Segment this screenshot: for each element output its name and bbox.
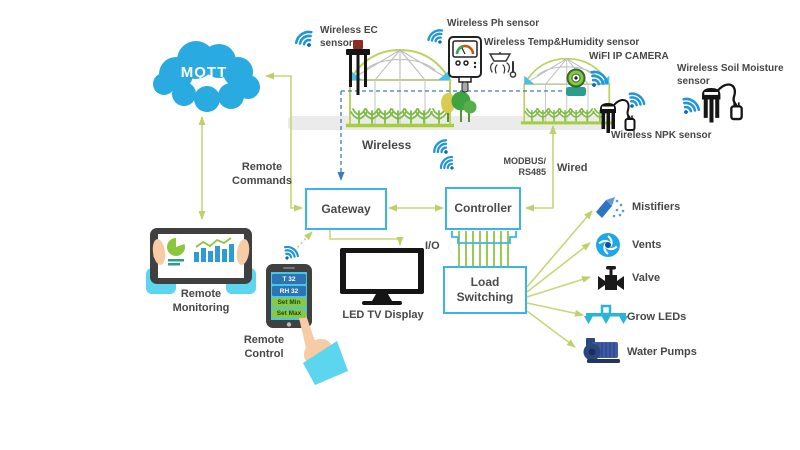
ec-sensor-icon [346, 40, 370, 95]
device-label-grow-leds: Grow LEDs [627, 311, 687, 323]
device-label-vents: Vents [632, 239, 662, 251]
wifi-icon-phone [278, 243, 301, 265]
temp-humidity-sensor-icon [488, 52, 517, 78]
wifi-icon-wireless-1 [430, 136, 455, 161]
wifi-icon-ec [292, 27, 319, 54]
phone-set-min-button: Set Min [272, 298, 306, 307]
phone-set-max-button: Set Max [272, 309, 306, 318]
sensor-label-ec: Wireless EC sensor [320, 25, 378, 49]
phone-temp-readout: T 32 [272, 274, 306, 284]
io-label: I/O [425, 240, 440, 252]
sensor-label-ip-camera: WiFI IP CAMERA [589, 51, 669, 62]
mistifier-icon [596, 197, 625, 218]
remote-commands-label: Remote Commands [232, 161, 292, 187]
connector-lines [198, 72, 593, 348]
ip-camera-icon [566, 68, 586, 96]
led-tv-label: LED TV Display [342, 309, 424, 321]
ph-sensor-icon [448, 36, 482, 93]
wifi-icon-wireless-2 [437, 153, 460, 176]
device-label-mistifiers: Mistifiers [632, 201, 681, 213]
remote-control-label: Remote Control [243, 334, 285, 360]
load-switching-node: Load Switching [443, 266, 527, 314]
sensor-label-npk: Wireless NPK sensor [611, 130, 712, 141]
sensor-label-ph: Wireless Ph sensor [447, 18, 540, 29]
wired-label: Wired [557, 162, 588, 174]
device-label-water-pumps: Water Pumps [627, 346, 697, 358]
device-label-valve: Valve [632, 272, 661, 284]
remote-monitoring-label: Remote Monitoring [172, 288, 230, 314]
mqtt-cloud [153, 41, 260, 112]
trees [441, 91, 477, 122]
greenhouse-1 [346, 50, 454, 126]
vent-fan-icon [596, 233, 620, 257]
wireless-label: Wireless [362, 138, 412, 152]
led-tv-icon [340, 248, 424, 305]
valve-icon [598, 266, 624, 290]
sensor-label-soil-moisture: Wireless Soil Moisture sensor [677, 63, 784, 87]
gateway-node: Gateway [305, 188, 387, 230]
soil-moisture-sensor-icon [700, 83, 743, 124]
controller-node: Controller [445, 187, 521, 230]
phone-humidity-readout: RH 32 [272, 286, 306, 296]
sensor-label-temp-humidity: Wireless Temp&Humidity sensor [484, 37, 640, 48]
remote-monitoring-tablet [146, 228, 256, 294]
io-lines [451, 231, 517, 266]
wireless-dashed-links [337, 90, 562, 181]
water-pump-icon [583, 338, 620, 363]
modbus-label: MODBUS/ RS485 [503, 156, 547, 178]
mqtt-cloud-label: MQTT [180, 64, 228, 81]
wifi-icon-ph [425, 26, 449, 50]
grow-leds-icon [584, 304, 628, 324]
wifi-icon-soil [676, 94, 703, 121]
